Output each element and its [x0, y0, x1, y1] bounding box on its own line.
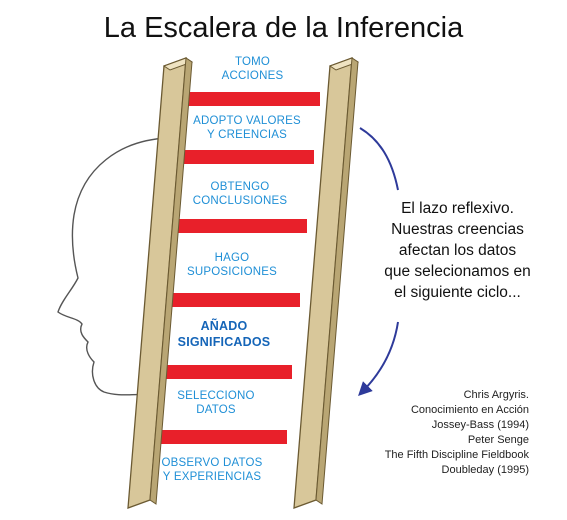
- step-label-hago-suposiciones: HAGO SUPOSICIONES: [187, 252, 277, 278]
- rung-4: [158, 293, 300, 307]
- reflexive-loop-text: El lazo reflexivo. Nuestras creencias af…: [384, 200, 531, 301]
- ladder-rungs: [145, 92, 320, 444]
- diagram-title: La Escalera de la Inferencia: [103, 12, 464, 44]
- rung-5: [150, 365, 292, 379]
- ladder-left-rail: [127, 57, 194, 509]
- rung-3: [165, 219, 307, 233]
- reference-line: The Fifth Discipline Fieldbook: [384, 449, 529, 461]
- rung-6: [145, 430, 287, 444]
- references: Chris Argyris. Conocimiento en Acción Jo…: [385, 388, 529, 478]
- reference-line: Conocimiento en Acción: [410, 404, 529, 416]
- rung-1: [178, 92, 320, 106]
- reflexive-loop-top-arrow: [359, 127, 399, 191]
- reflexive-loop-bottom-arrow: [358, 321, 399, 396]
- step-label-observo-datos: OBSERVO DATOS Y EXPERIENCIAS: [161, 457, 263, 483]
- step-label-selecciono-datos: SELECCIONO DATOS: [177, 390, 255, 416]
- ladder-right-rail: [293, 57, 360, 509]
- rung-2: [172, 150, 314, 164]
- reference-line: Chris Argyris.: [463, 389, 529, 401]
- step-label-obtengo-conclusiones: OBTENGO CONCLUSIONES: [192, 181, 288, 207]
- reference-line: Jossey-Bass (1994): [431, 419, 529, 431]
- step-label-anado-significados: AÑADO SIGNIFICADOS: [177, 319, 271, 349]
- head-profile-outline: [57, 137, 169, 471]
- step-label-adopto-valores: ADOPTO VALORES Y CREENCIAS: [193, 115, 301, 141]
- reference-line: Peter Senge: [467, 434, 529, 446]
- reference-line: Doubleday (1995): [441, 464, 529, 476]
- step-label-tomo-acciones: TOMO ACCIONES: [221, 56, 284, 82]
